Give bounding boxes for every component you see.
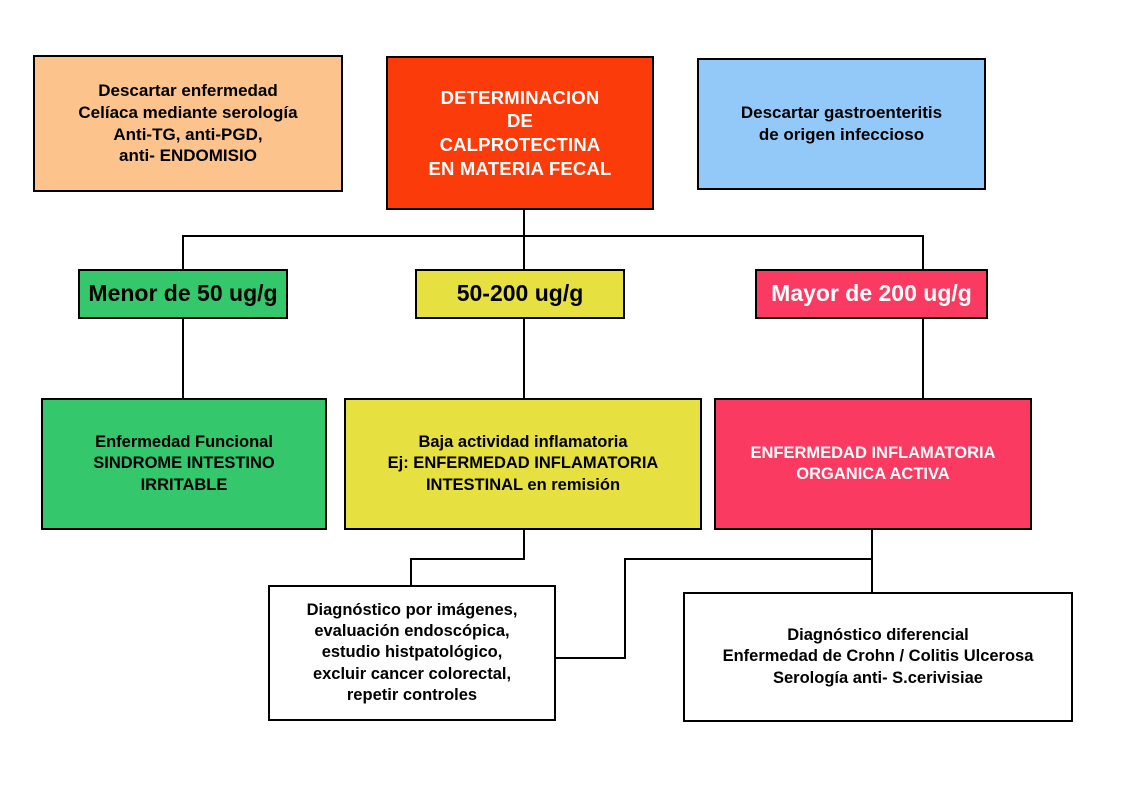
connector-menor50-to-funcional [182,318,184,400]
connector-threshold-bus [182,235,924,237]
connector-calprotectina-down [523,210,525,270]
connector-baja-actividad-left [410,558,525,560]
node-determinacion-calprotectina: DETERMINACION DE CALPROTECTINA EN MATERI… [386,56,654,210]
connector-mayor200-to-organica-activa [922,318,924,400]
connector-50a200-to-baja-actividad [523,318,525,400]
connector-baja-actividad-down [523,529,525,560]
connector-bus-to-menor50 [182,235,184,270]
node-estudios-diagnosticos: Diagnóstico por imágenes, evaluación end… [268,585,556,721]
connector-organica-activa-to-diferencial [871,529,873,594]
node-descartar-celiaca: Descartar enfermedad Celíaca mediante se… [33,55,343,192]
connector-crosslink-to-organica-branch [624,558,873,560]
node-descartar-gastroenteritis: Descartar gastroenteritis de origen infe… [697,58,986,190]
node-threshold-mayor-200: Mayor de 200 ug/g [755,269,988,319]
connector-estudios-crosslink-v [624,558,626,659]
connector-into-estudios [410,558,412,587]
node-threshold-menor-50: Menor de 50 ug/g [78,269,288,319]
node-enfermedad-inflamatoria-organica-activa: ENFERMEDAD INFLAMATORIA ORGANICA ACTIVA [714,398,1032,530]
node-enfermedad-funcional: Enfermedad Funcional SINDROME INTESTINO … [41,398,327,530]
connector-estudios-crosslink-h [554,657,626,659]
node-diagnostico-diferencial: Diagnóstico diferencial Enfermedad de Cr… [683,592,1073,722]
node-threshold-50-200: 50-200 ug/g [415,269,625,319]
node-baja-actividad-inflamatoria: Baja actividad inflamatoria Ej: ENFERMED… [344,398,702,530]
connector-bus-to-mayor200 [922,235,924,270]
